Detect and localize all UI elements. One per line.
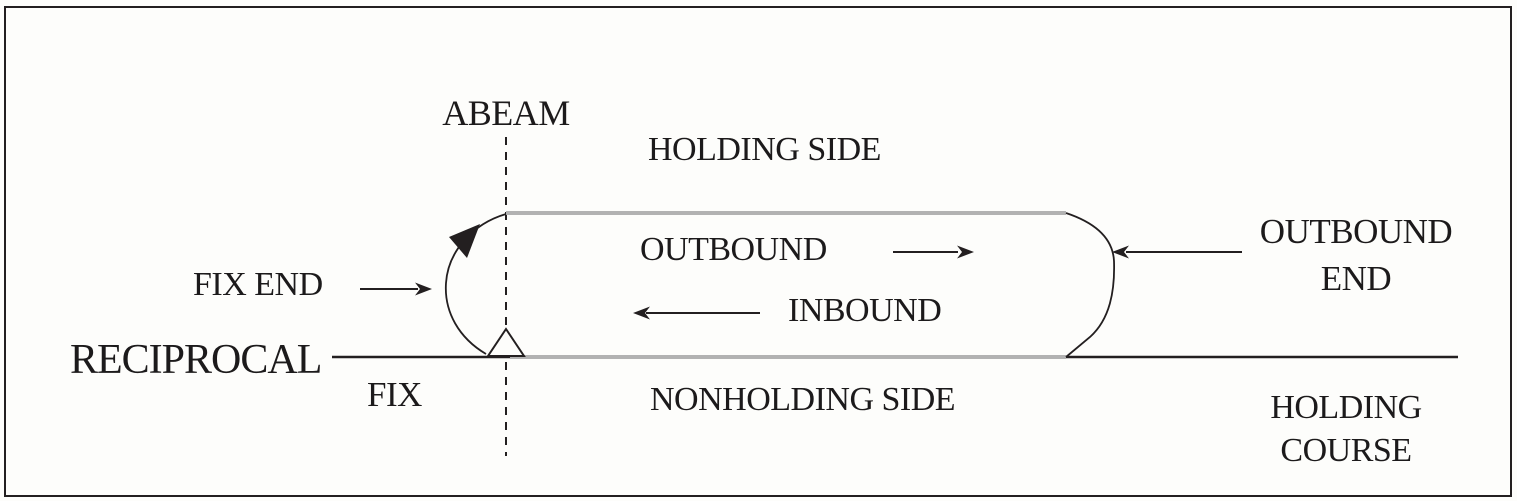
abeam-label: ABEAM [442, 93, 570, 133]
reciprocal-label: RECIPROCAL [70, 337, 322, 383]
holding-side-label: HOLDING SIDE [648, 131, 881, 168]
outbound-end-label-line1: OUTBOUND [1259, 212, 1453, 251]
fix-end-pointer-icon [415, 282, 432, 296]
outbound-end-turn-arc [1065, 212, 1116, 358]
outbound-end-label-line2: END [1320, 259, 1392, 298]
outbound-end-pointer-icon [1112, 245, 1129, 259]
nonholding-side-label: NONHOLDING SIDE [650, 381, 956, 418]
holding-course-label: HOLDING COURSE [1270, 386, 1422, 472]
fix-label: FIX [367, 375, 422, 414]
outbound-label: OUTBOUND [640, 231, 827, 268]
inbound-arrow-icon [633, 306, 650, 320]
turn-direction-arrowhead-icon [449, 224, 480, 258]
outbound-end-label: OUTBOUND END [1259, 208, 1453, 302]
inbound-label: INBOUND [788, 292, 942, 329]
fix-end-label: FIX END [193, 266, 323, 303]
fix-triangle-icon [486, 327, 526, 357]
holding-course-label-line2: COURSE [1280, 432, 1412, 469]
holding-course-label-line1: HOLDING [1270, 389, 1422, 426]
outbound-arrow-icon [957, 245, 974, 259]
fix-end-turn-arc [445, 213, 507, 355]
